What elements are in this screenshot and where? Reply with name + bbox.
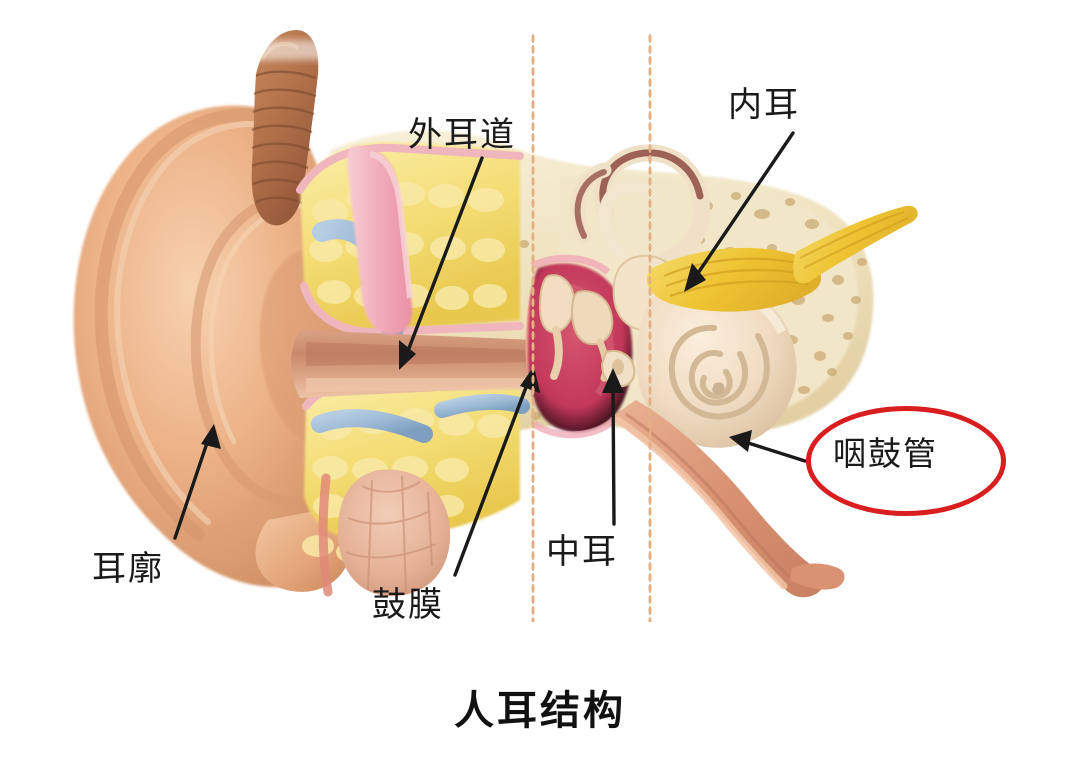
parotid-gland: [337, 469, 451, 597]
arrow-eardrum: [453, 366, 540, 577]
illustration-base: [60, 30, 1040, 598]
label-middle-ear: 中耳: [546, 532, 618, 572]
leader-arrows: [173, 131, 807, 577]
pink-mucosa-tissue: [347, 146, 413, 335]
divider-middle-inner: [648, 33, 652, 622]
arrow-eustachian-tube: [729, 430, 807, 463]
external-auditory-canal: [291, 330, 540, 398]
eustachian-tube-highlight: [806, 406, 1006, 516]
ossicles: [538, 274, 636, 388]
label-eardrum: 鼓膜: [372, 585, 444, 625]
figure-title: 人耳结构: [454, 688, 626, 734]
edge-feather: [60, 40, 1040, 60]
label-eustachian-tube: 咽鼓管: [833, 434, 938, 473]
arrow-middle-ear: [602, 368, 624, 526]
divider-outer-middle: [531, 33, 535, 622]
arrow-inner-ear: [684, 131, 795, 292]
arrow-auricle: [173, 424, 221, 540]
auditory-nerve: [646, 205, 918, 312]
label-ear-canal: 外耳道: [408, 115, 516, 155]
label-inner-ear: 内耳: [728, 85, 800, 125]
outer-ear-lower-tissue: [302, 373, 530, 597]
eustachian-tube: [610, 400, 845, 598]
arrow-ear-canal: [399, 156, 484, 370]
label-auricle: 耳廓: [92, 549, 164, 589]
